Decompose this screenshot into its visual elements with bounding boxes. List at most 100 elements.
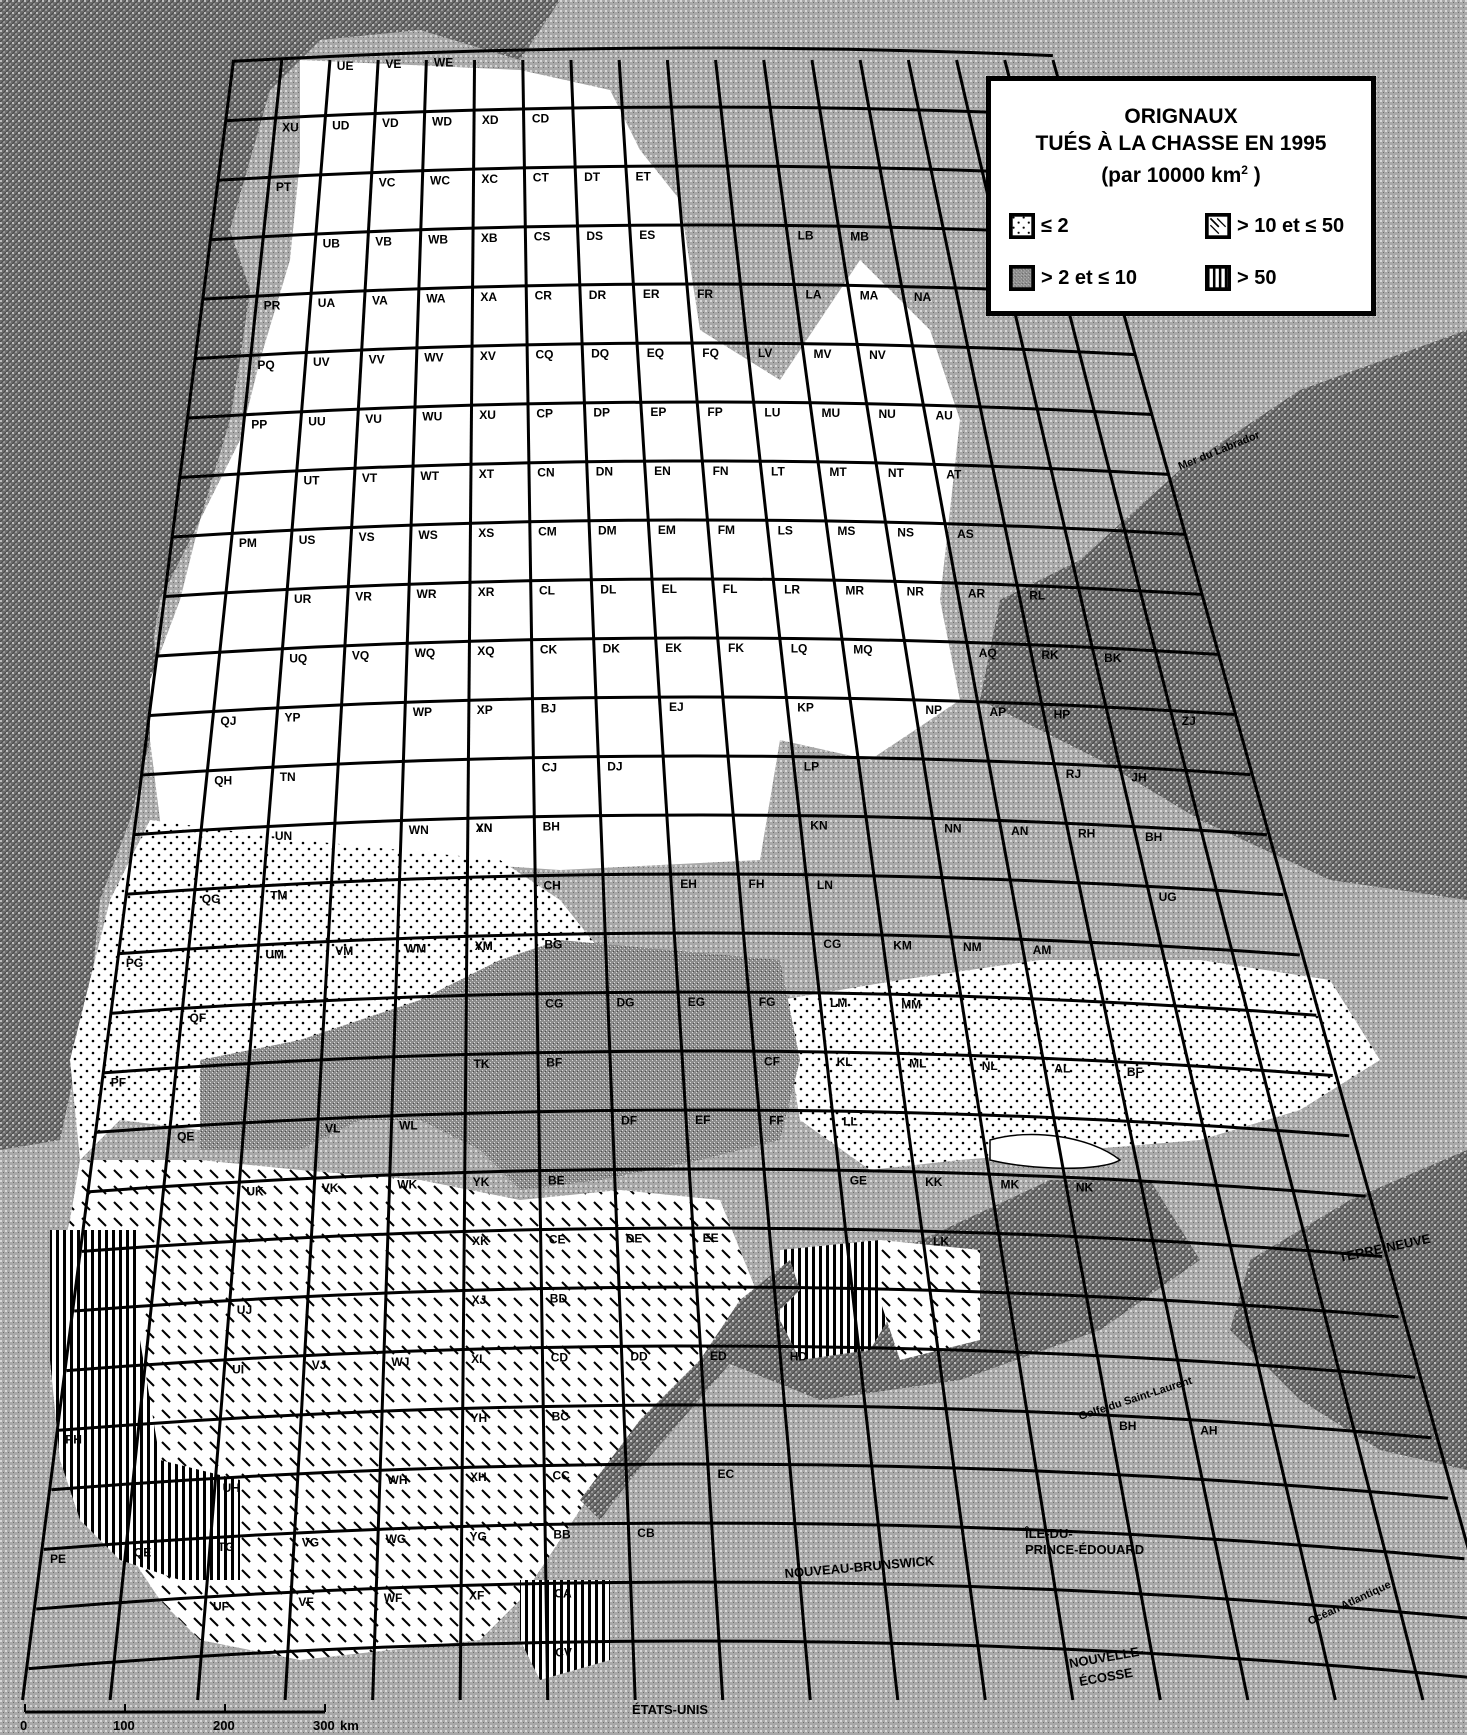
map-sheet-label: PR [264, 299, 281, 313]
map-sheet-label: BD [550, 1291, 568, 1305]
map-sheet-label: DP [593, 406, 610, 420]
map-sheet-label: AN [1011, 824, 1028, 838]
map-sheet-label: VK [322, 1181, 339, 1195]
map-sheet-label: DJ [607, 760, 622, 774]
map-sheet-label: KM [893, 938, 912, 952]
map-sheet-label: CG [823, 937, 841, 951]
map-sheet-label: NM [963, 940, 982, 954]
map-sheet-label: UU [308, 414, 325, 428]
grid-meridian [617, 59, 725, 1701]
map-sheet-label: EG [688, 995, 705, 1009]
map-sheet-label: AL [1054, 1062, 1070, 1076]
grid-meridian [569, 59, 637, 1701]
grid-parallel [119, 931, 1300, 957]
map-sheet-label: QE [177, 1130, 194, 1144]
map-sheet-label: FN [713, 464, 729, 478]
grid-meridian [458, 59, 477, 1701]
scale-tick-0: 0 [20, 1718, 27, 1733]
map-sheet-label: BJ [541, 702, 556, 716]
map-sheet-label: QE [134, 1546, 151, 1560]
map-sheet-label: WG [386, 1532, 407, 1546]
area-le-2-north [150, 60, 960, 870]
map-sheet-label: XU [282, 121, 299, 135]
grid-parallel [210, 223, 1103, 242]
legend: ORIGNAUX TUÉS À LA CHASSE EN 1995 (par 1… [986, 76, 1376, 316]
grid-meridian [714, 59, 900, 1701]
grid-parallel [36, 1580, 1467, 1620]
map-sheet-label: US [299, 533, 316, 547]
map-sheet-label: DM [598, 524, 617, 538]
map-sheet-label: MB [850, 229, 869, 243]
map-sheet-label: KK [925, 1175, 943, 1189]
map-sheet-label: ZJ [1182, 714, 1196, 728]
map-sheet-label: WD [432, 114, 452, 128]
scale-tick-200: 200 [213, 1718, 235, 1733]
map-sheet-label: NU [879, 407, 896, 421]
map-sheet-label: UI [232, 1362, 244, 1376]
grid-meridian [283, 59, 380, 1701]
map-sheet-label: CH [544, 879, 561, 893]
legend-title-line1: ORIGNAUX [1124, 105, 1238, 128]
map-sheet-label: LU [764, 405, 780, 419]
map-sheet-label: NT [888, 466, 905, 480]
grid-parallel [180, 459, 1169, 479]
map-sheet-label: WF [384, 1591, 403, 1605]
map-sheet-label: VE [385, 57, 401, 71]
map-sheet-label: MU [822, 406, 841, 420]
map-sheet-label: LT [771, 464, 785, 478]
map-sheet-label: KL [837, 1055, 853, 1069]
map-sheet-label: ER [643, 287, 660, 301]
grid-parallel [150, 695, 1235, 717]
map-sheet-label: YK [473, 1175, 490, 1189]
map-sheet-label: VA [372, 294, 388, 308]
map-sheet-label: EK [665, 641, 682, 655]
grid-parallel [233, 46, 1053, 63]
map-sheet-label: NL [982, 1059, 998, 1073]
map-sheet-label: FM [718, 523, 735, 537]
map-sheet-label: UR [294, 592, 312, 606]
map-sheet-label: DR [589, 288, 607, 302]
hudson-bay [0, 200, 230, 1000]
map-sheet-label: AS [957, 527, 974, 541]
map-sheet-label: EC [718, 1467, 735, 1481]
map-sheet-label: BF [1127, 1065, 1143, 1079]
area-gt-50-south [520, 1580, 610, 1680]
map-sheet-label: WT [420, 469, 439, 483]
map-sheet-label: UQ [289, 651, 307, 665]
grid-parallel [58, 1403, 1432, 1440]
map-sheet-label: LQ [791, 642, 808, 656]
map-sheet-label: LP [804, 760, 819, 774]
map-sheet-label: TN [280, 770, 296, 784]
map-sheet-label: MK [1001, 1178, 1020, 1192]
map-sheet-label: VM [335, 944, 353, 958]
map-sheet-label: BH [1145, 830, 1162, 844]
map-sheet-label: WQ [415, 646, 436, 660]
map-sheet-label: BE [548, 1173, 565, 1187]
grid-parallel [28, 1639, 1467, 1679]
label-etats-unis: ÉTATS-UNIS [632, 1702, 708, 1717]
map-sheet-label: YH [471, 1411, 488, 1425]
legend-unit-exponent: 2 [1241, 163, 1248, 177]
map-sheet-label: XQ [477, 644, 494, 658]
scale-tick-300: 300 [313, 1718, 335, 1733]
grid-meridian [108, 59, 284, 1701]
map-sheet-label: WC [430, 174, 450, 188]
map-sheet-label: XN [476, 821, 493, 835]
legend-title-line2: TUÉS À LA CHASSE EN 1995 [1035, 132, 1327, 155]
map-sheet-label: DQ [591, 347, 609, 361]
label-ipe-1: ÎLE-DU- [1024, 1526, 1073, 1541]
legend-items: ≤ 2 > 10 et ≤ 50 > 2 et ≤ 10 > 50 [1009, 213, 1363, 303]
map-sheet-label: FF [769, 1113, 784, 1127]
grid-lines [21, 46, 1467, 1701]
grid-meridian [955, 59, 1337, 1701]
map-sheet-label: WL [399, 1119, 418, 1133]
map-sheet-label: MA [860, 289, 879, 303]
map-sheet-label: CK [540, 643, 558, 657]
map-sheet-label: DN [596, 465, 613, 479]
map-sheet-label: ET [636, 169, 652, 183]
map-sheet-label: KN [810, 819, 827, 833]
legend-item-2-10: > 2 et ≤ 10 [1009, 265, 1137, 291]
map-sheet-label: CA [554, 1586, 572, 1600]
map-sheet-label: AR [968, 586, 986, 600]
map-sheet-label: CF [764, 1054, 780, 1068]
